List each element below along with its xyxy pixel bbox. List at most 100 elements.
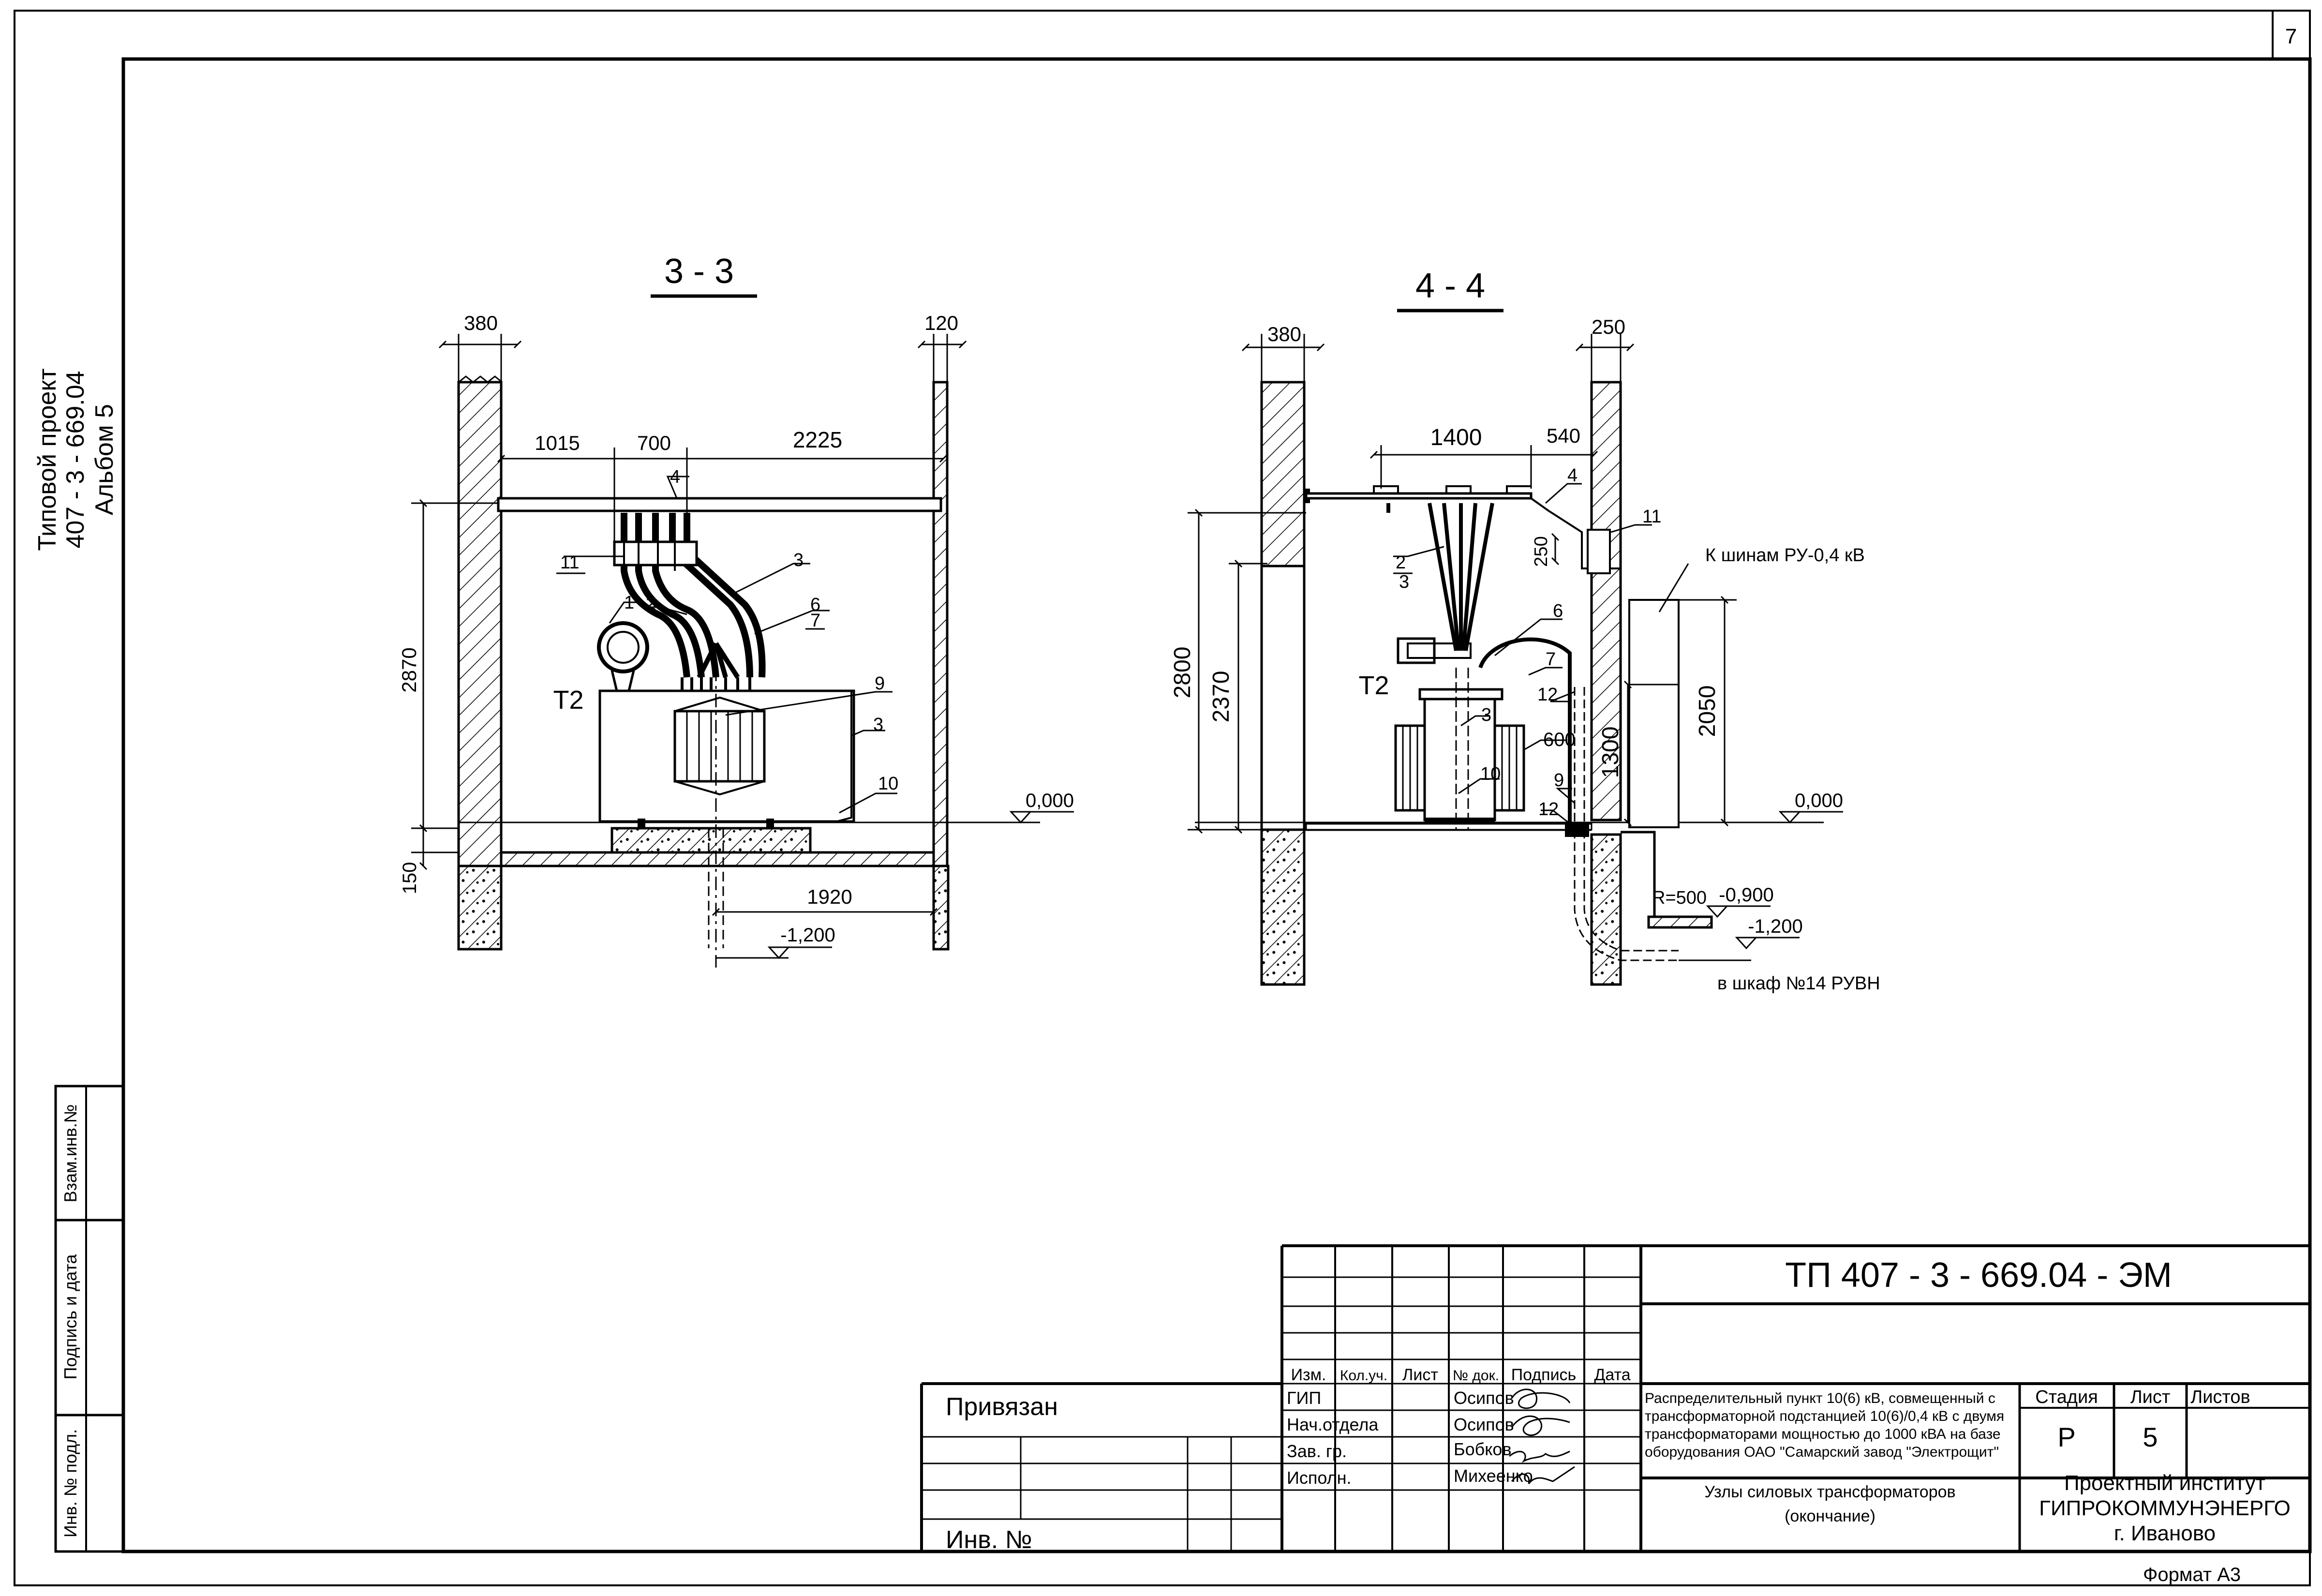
dim-250-4-4: 250 [1531,536,1551,567]
dim-2370-4-4: 2370 [1208,671,1234,723]
callout-11-4-4: 11 [1642,507,1661,527]
title-block: Привязан Инв. № Изм. Кол.уч. Лист № док.… [920,1244,2310,1554]
callout-12a-4-4: 12 [1537,685,1558,705]
wall-right-3-3 [932,381,949,867]
stage-label: Стадия [2035,1387,2098,1407]
drawing-frame [14,10,2312,1586]
dim-1920-3-3: 1920 [807,885,852,908]
dim-380-4-4: 380 [1267,323,1301,345]
callout-11-3-3: 11 [560,552,579,573]
dim-2800-4-4: 2800 [1170,647,1195,699]
header-data: Дата [1594,1366,1630,1384]
header-no-dok: № док. [1453,1368,1499,1384]
dim-2870-3-3: 2870 [398,647,420,692]
dim-1400-4-4: 1400 [1430,425,1482,450]
page-number: 7 [2285,25,2297,48]
transformer-plinth-3-3 [610,827,812,854]
dim-380-3-3: 380 [464,312,498,334]
dim-1300-4-4: 1300 [1598,727,1623,778]
conservator-3-3 [597,621,649,673]
callout-7-4-4: 7 [1546,649,1556,670]
section-3-3: 3 - 3 [398,252,1074,968]
level-minus-900-4-4: -0,900 [1719,884,1773,906]
header-kol-uch: Кол.уч. [1340,1368,1387,1384]
name-gip: Осипов [1454,1388,1514,1408]
side-title-line3: Альбом 5 [90,404,119,515]
callout-3a-3-3: 3 [793,550,804,570]
transformer-core-4-4 [1423,698,1496,821]
wall-left-lower-4-4 [1260,828,1306,986]
wall-left-foundation-3-3 [457,865,503,951]
header-podpis: Подпись [1511,1366,1577,1384]
level-minus-3-3: -1,200 [780,925,835,946]
description-line4: оборудования ОАО "Самарский завод "Элект… [1645,1444,1999,1460]
org-line3: г. Иваново [2114,1521,2216,1545]
side-project-title: Типовой проект 407 - 3 - 669.04 Альбом 5 [33,368,119,551]
name-ispoln: Михеенко [1454,1466,1533,1486]
callout-9-4-4: 9 [1554,770,1564,791]
dim-540-4-4: 540 [1547,424,1580,447]
header-izm: Изм. [1291,1366,1326,1384]
wall-left-4-4 [1260,381,1306,567]
description-line1: Распределительный пункт 10(6) кВ, совмещ… [1645,1390,1995,1406]
dim-2225-3-3: 2225 [793,427,842,452]
signatures [1509,1388,1575,1484]
format-label: Формат А3 [2143,1564,2241,1585]
callout-3b-3-3: 3 [873,715,883,735]
callout-1-3-3: 1 [624,593,634,613]
side-stamp-box3: Инв. № подл. [60,1429,80,1537]
callout-2-3-3: 2 [646,594,656,614]
radius-label-4-4: R=500 [1652,888,1707,908]
callout-2-4-4: 2 [1396,552,1406,573]
org-line1: Проектный институт [2064,1471,2265,1495]
note-cabinet-4-4: в шкаф №14 РУВН [1717,973,1880,994]
side-stamp-box2: Подпись и дата [60,1254,80,1380]
doc-code: ТП 407 - 3 - 669.04 - ЭМ [1785,1256,2172,1295]
side-stamp-box1: Взам.инв.№ [60,1104,80,1202]
note-busbars-4-4: К шинам РУ-0,4 кВ [1705,545,1865,566]
callout-6-3-3: 6 [810,595,820,615]
callout-3b-4-4: 3 [1481,705,1491,725]
dim-1015-3-3: 1015 [535,432,580,454]
callout-12b-4-4: 12 [1538,799,1559,820]
callout-4-3-3: 4 [670,467,680,487]
stage-value: Р [2057,1422,2075,1452]
sheets-label: Листов [2190,1387,2250,1407]
wall-right-foundation-3-3 [932,865,950,951]
callout-10-3-3: 10 [878,774,898,794]
side-title-line1: Типовой проект [33,368,61,551]
name-zav-gr: Бобков [1454,1439,1512,1459]
side-stamp: Взам.инв.№ Подпись и дата Инв. № подл. [54,1085,125,1553]
section-4-4-title: 4 - 4 [1415,267,1485,305]
privyazan-label: Привязан [946,1393,1058,1421]
role-ispoln: Исполн. [1287,1468,1352,1488]
callout-6-4-4: 6 [1553,601,1563,621]
radiator-3-3 [673,710,766,783]
description-line2: трансформаторной подстанцией 10(6)/0,4 к… [1645,1408,2004,1424]
role-nach-otdela: Нач.отдела [1287,1415,1379,1434]
transformer-label-4-4: Т2 [1358,671,1389,700]
org-line2: ГИПРОКОММУНЭНЕРГО [2039,1496,2291,1520]
level-zero-4-4: 0,000 [1795,790,1843,811]
role-gip: ГИП [1287,1388,1321,1408]
callout-4-4-4: 4 [1567,465,1578,486]
sheet-title-line2: (окончание) [1785,1507,1875,1525]
dim-2050-4-4: 2050 [1695,686,1720,737]
name-nach-otdela: Осипов [1454,1415,1514,1434]
sheet-title-line1: Узлы силовых трансформаторов [1704,1483,1955,1501]
section-3-3-title: 3 - 3 [664,252,734,291]
header-list: Лист [1402,1366,1438,1384]
wall-left-3-3 [457,381,503,867]
section-4-4: 4 - 4 [1170,267,1880,994]
inv-no-label: Инв. № [946,1526,1032,1554]
callout-9-3-3: 9 [875,673,885,694]
callout-10-4-4: 10 [1480,764,1501,784]
dim-250-4-4-top: 250 [1592,315,1625,338]
dim-150-3-3: 150 [399,862,420,895]
transformer-label-3-3: Т2 [553,686,583,715]
level-minus-1200-4-4: -1,200 [1748,916,1802,937]
floor-slab-3-3 [500,851,935,867]
sheet-value: 5 [2143,1422,2158,1452]
level-zero-3-3: 0,000 [1026,790,1074,811]
dim-600-4-4: 600 [1543,729,1576,750]
